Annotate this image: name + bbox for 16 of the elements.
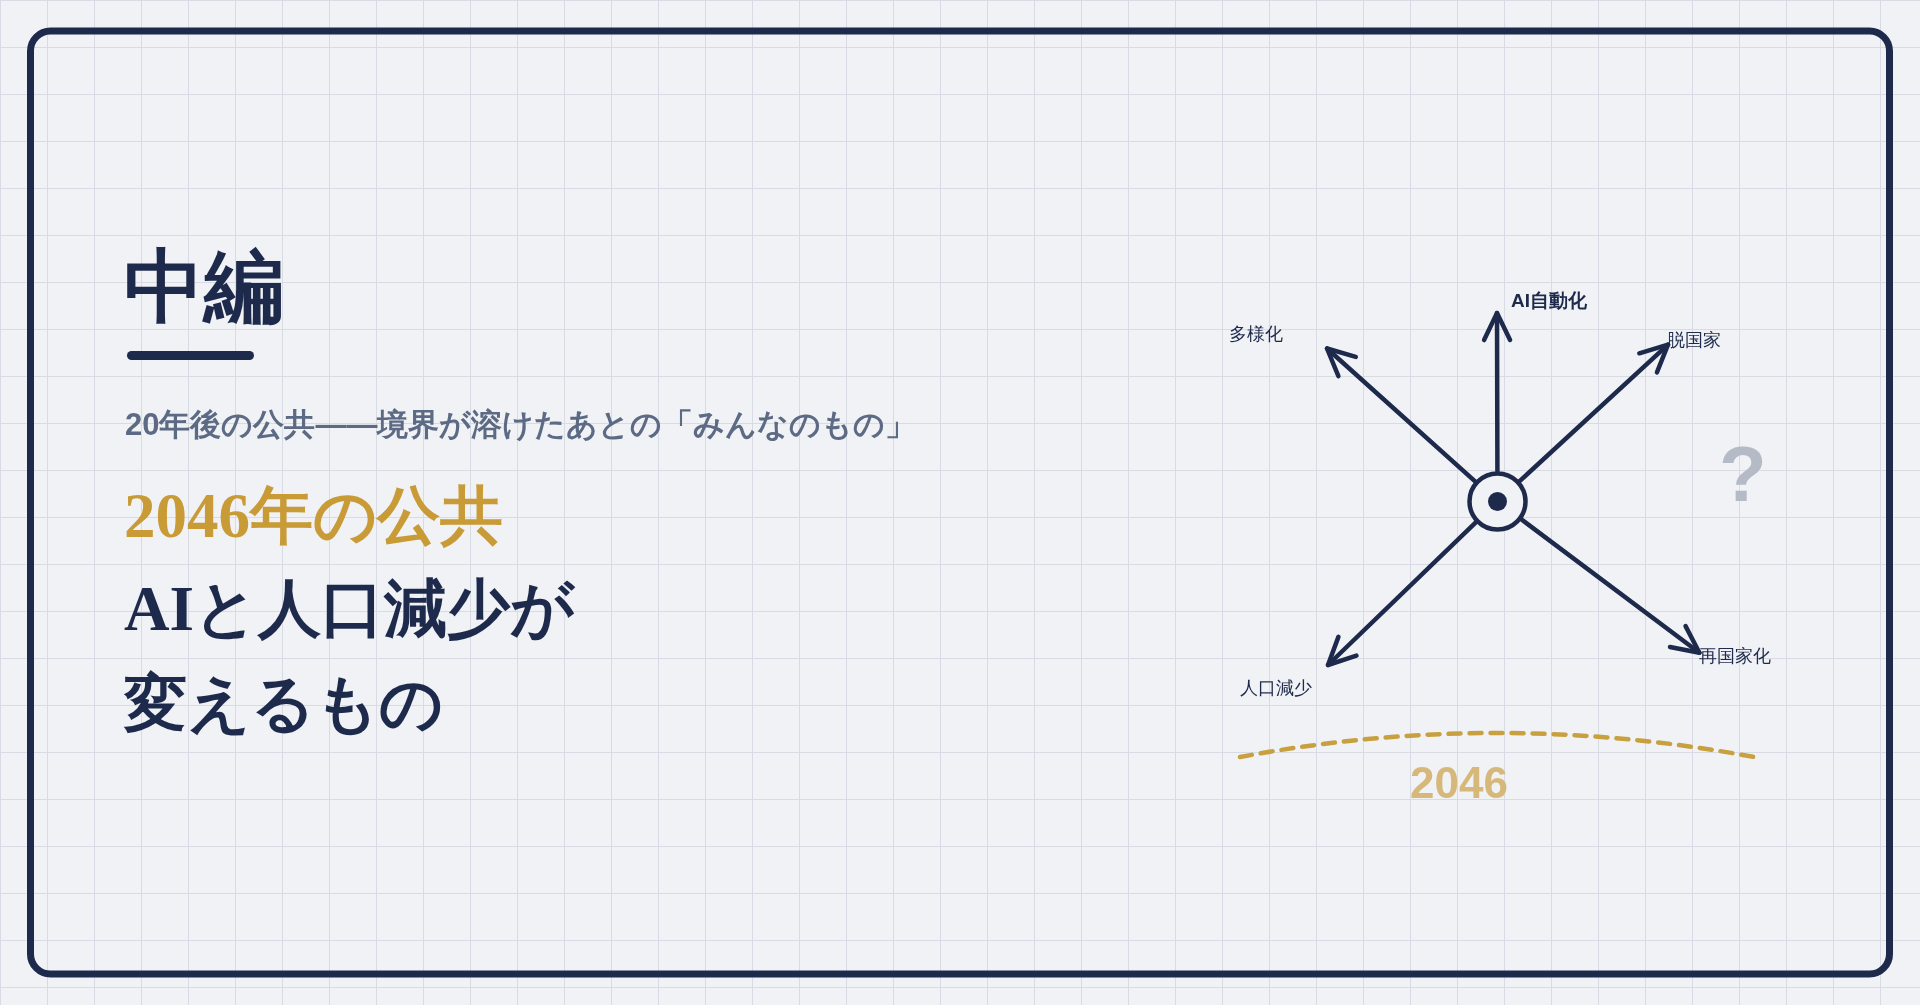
axis-label: 多様化 bbox=[1229, 322, 1327, 349]
year-label: 2046 bbox=[1410, 761, 1508, 805]
target-circle bbox=[1467, 471, 1528, 532]
arrow bbox=[1519, 517, 1702, 655]
arrow bbox=[1324, 346, 1478, 484]
heading-text: 2046年の公共 bbox=[124, 480, 503, 553]
title: 中編 bbox=[124, 247, 284, 327]
axis-label: 人口減少 bbox=[1240, 664, 1330, 700]
axis-label: AI自動化 bbox=[1495, 289, 1587, 313]
axis-label: 再国家化 bbox=[1699, 644, 1771, 668]
question-mark: ? bbox=[1719, 435, 1767, 513]
heading-text: AIと人口減少が変えるもの bbox=[124, 573, 576, 741]
arrow bbox=[1481, 310, 1513, 474]
subtitle: 20年後の公共——境界が溶けたあとの「みんなのもの」 bbox=[125, 407, 917, 443]
arrow bbox=[1325, 520, 1478, 668]
arrow bbox=[1517, 342, 1671, 484]
